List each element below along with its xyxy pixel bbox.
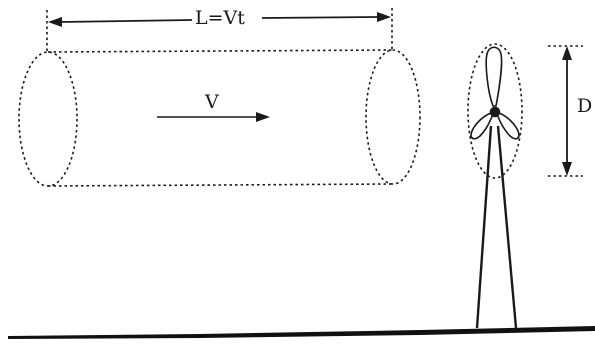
cylinder-left-end — [18, 51, 78, 187]
length-arrow-right-line — [261, 16, 379, 19]
wind-turbine-icon — [470, 46, 520, 329]
cylinder-right-end — [365, 49, 421, 185]
turbine-hub — [489, 106, 501, 118]
turbine-blade-right — [495, 112, 520, 140]
length-label: L=Vt — [195, 7, 245, 29]
turbine-blade-left — [470, 112, 495, 140]
turbine-blade-top — [485, 46, 503, 107]
ground — [8, 326, 595, 339]
velocity-arrow-head — [256, 112, 270, 122]
air-cylinder — [18, 8, 421, 187]
diameter-label: D — [577, 95, 593, 117]
diameter-arrow-bottom-head — [562, 162, 572, 176]
rotor-disc — [467, 43, 523, 179]
length-arrow-left-head — [48, 17, 62, 27]
velocity-arrow — [157, 112, 270, 122]
diameter-dimension — [548, 45, 583, 177]
cylinder-top-edge — [47, 49, 394, 53]
length-arrow-right-head — [377, 12, 391, 22]
diameter-arrow-top-head — [562, 46, 572, 60]
length-arrow-left-line — [59, 19, 193, 23]
ground-line — [8, 326, 595, 339]
velocity-label: V — [205, 91, 219, 113]
tower-leg-left — [475, 125, 493, 329]
length-dimension — [48, 12, 391, 27]
tower-leg-right — [496, 125, 518, 329]
cylinder-bottom-edge — [47, 183, 394, 187]
